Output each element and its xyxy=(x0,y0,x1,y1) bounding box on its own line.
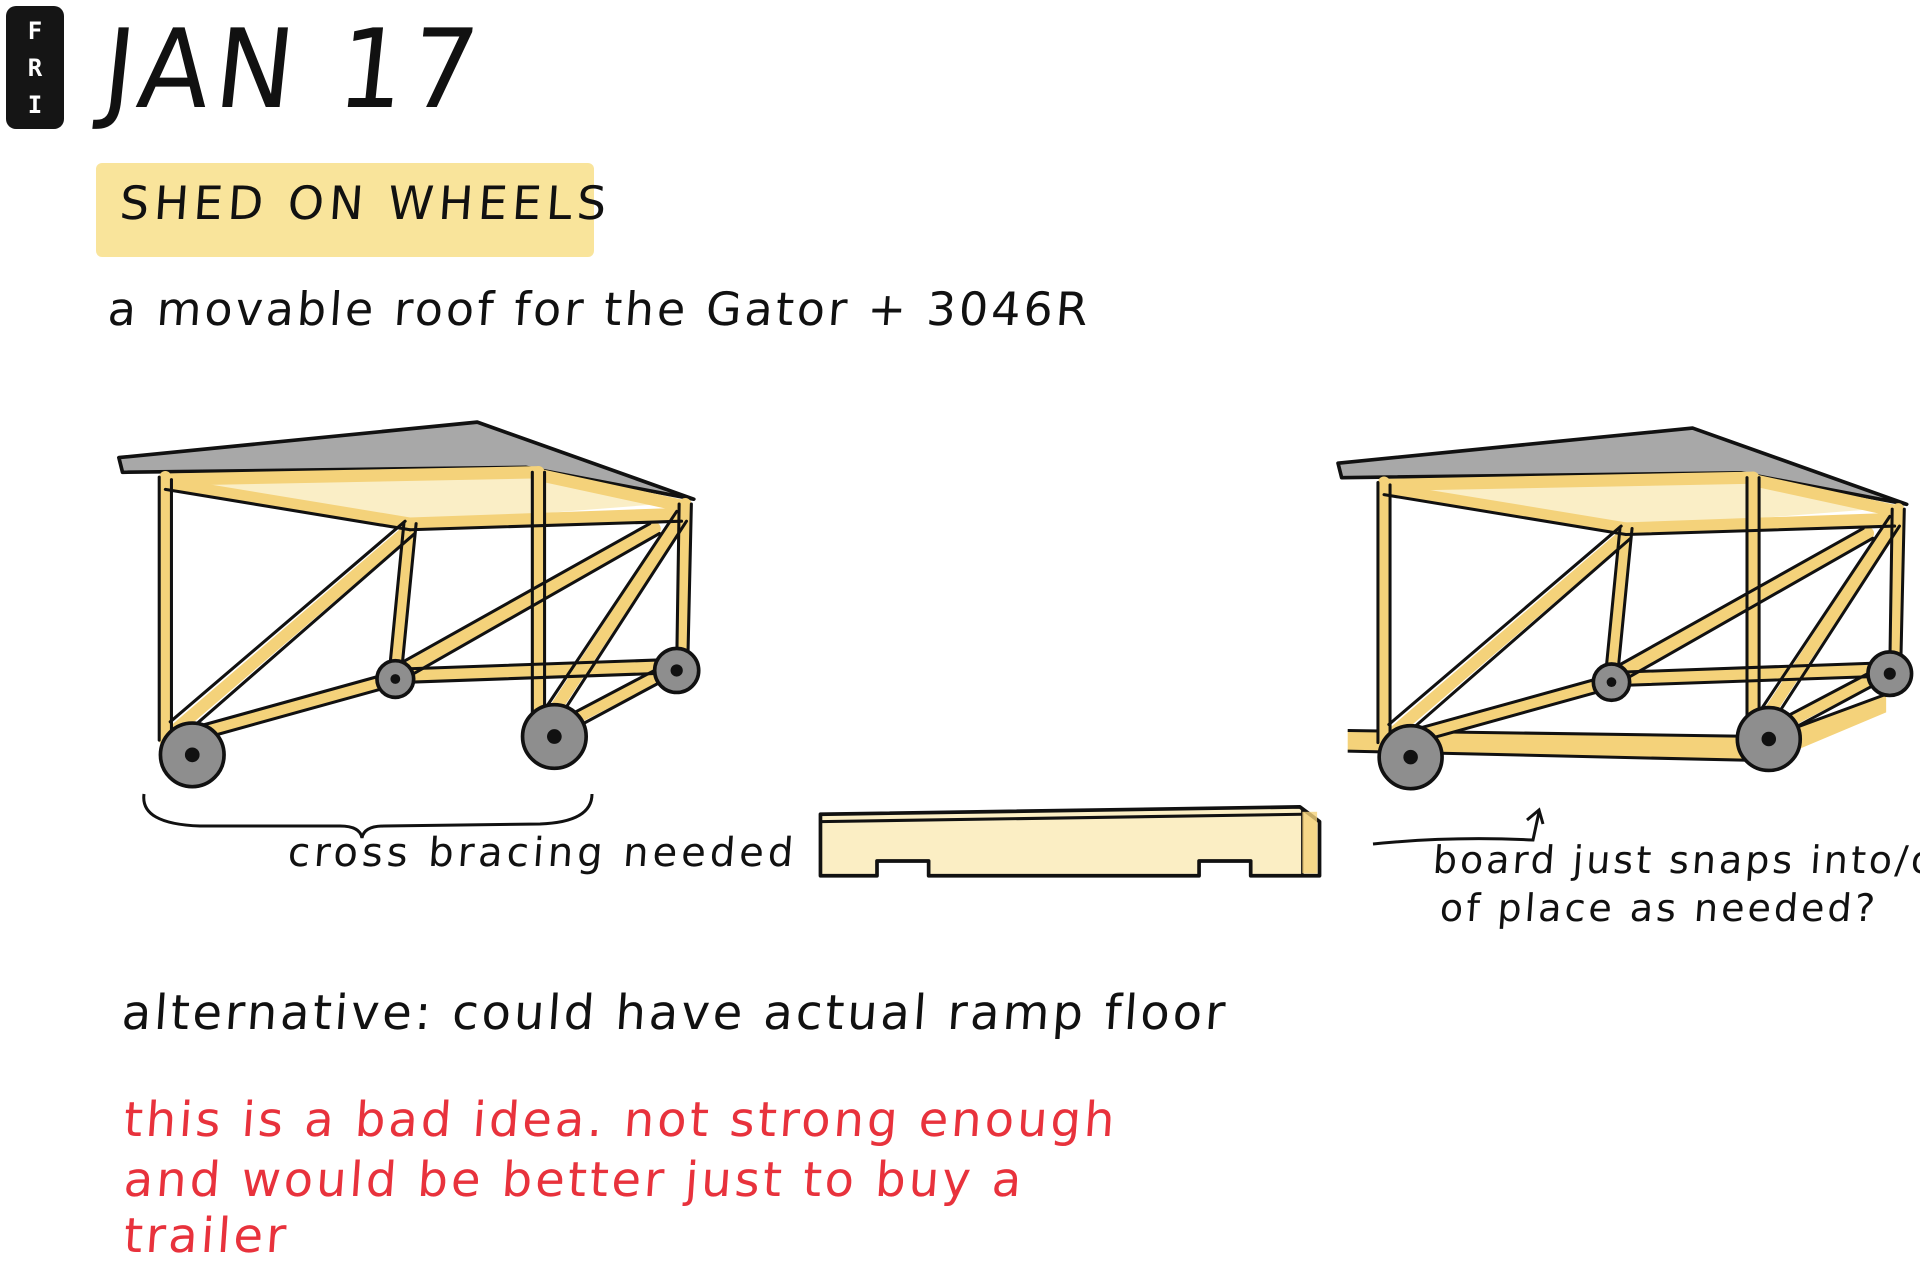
day-badge: F R I xyxy=(6,6,64,129)
day-letter: R xyxy=(27,53,43,82)
critique-line: and would be better just to buy a xyxy=(122,1152,1027,1208)
cross-bracing-label: cross bracing needed xyxy=(286,830,799,876)
right-cart-sketch xyxy=(1335,422,1917,785)
arrow-icon xyxy=(1372,807,1545,846)
day-letter: F xyxy=(27,16,43,45)
board-note-line: board just snaps into/out xyxy=(1431,838,1920,882)
left-cart-sketch xyxy=(116,416,704,783)
page-title: SHED ON WHEELS xyxy=(118,176,614,230)
critique-line: trailer xyxy=(122,1208,291,1264)
alternative-note: alternative: could have actual ramp floo… xyxy=(120,985,1230,1041)
critique-line: this is a bad idea. not strong enough xyxy=(122,1092,1120,1148)
subtitle: a movable roof for the Gator + 3046R xyxy=(106,282,1093,336)
day-letter: I xyxy=(27,90,43,119)
board-note-line: of place as needed? xyxy=(1438,886,1880,930)
title-highlight xyxy=(96,163,594,257)
ramp-board-sketch xyxy=(818,805,1322,878)
date-heading: JAN 17 xyxy=(97,4,490,134)
bracket-mark xyxy=(142,793,594,839)
